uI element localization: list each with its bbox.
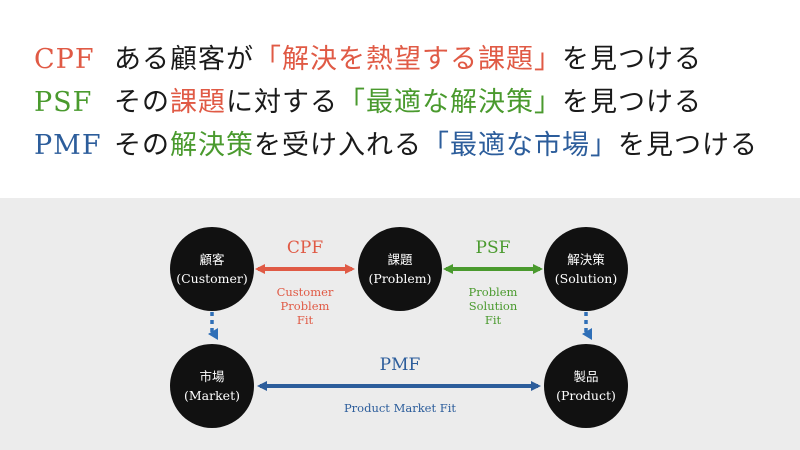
psf-sub-2: Solution — [469, 299, 518, 313]
definition-abbr: PSF — [34, 87, 93, 118]
edge-psf: PSF Problem Solution Fit — [443, 238, 543, 327]
edge-pmf: PMF Product Market Fit — [257, 355, 541, 415]
cpf-sub-1: Customer — [277, 285, 334, 299]
node-solution: 解決策 (Solution) — [544, 227, 628, 311]
definition-line-psf: PSF その課題に対する「最適な解決策」を見つける — [34, 83, 702, 123]
definition-part: 課題 — [170, 87, 226, 118]
definition-line-cpf: CPF ある顧客が「解決を熱望する課題」を見つける — [34, 40, 702, 80]
market-en: (Market) — [184, 388, 240, 403]
psf-sub-1: Problem — [469, 285, 518, 299]
node-product: 製品 (Product) — [544, 344, 628, 428]
customer-circle — [170, 227, 254, 311]
definition-part: を見つける — [618, 130, 758, 161]
problem-jp: 課題 — [387, 252, 413, 267]
product-en: (Product) — [556, 388, 616, 403]
definition-part: に対する — [226, 87, 338, 118]
definition-line-pmf: PMF その解決策を受け入れる「最適な市場」を見つける — [34, 126, 758, 166]
definition-part: を見つける — [562, 44, 702, 75]
psf-sub-3: Fit — [485, 313, 502, 327]
solution-circle — [544, 227, 628, 311]
node-market: 市場 (Market) — [170, 344, 254, 428]
cpf-sub-2: Problem — [281, 299, 330, 313]
fit-diagram: CPF Customer Problem Fit PSF Problem Sol… — [170, 227, 628, 428]
definition-part: その — [114, 130, 170, 161]
problem-en: (Problem) — [369, 271, 432, 286]
cpf-label: CPF — [287, 238, 323, 258]
node-customer: 顧客 (Customer) — [170, 227, 254, 311]
definition-part: 「解決を熱望する課題」 — [254, 44, 562, 75]
solution-en: (Solution) — [555, 271, 618, 286]
customer-en: (Customer) — [176, 271, 248, 286]
pmf-sub: Product Market Fit — [344, 401, 456, 415]
market-jp: 市場 — [199, 369, 224, 384]
definition-part: その — [114, 87, 170, 118]
customer-jp: 顧客 — [199, 252, 225, 267]
fit-diagram-panel: CPF Customer Problem Fit PSF Problem Sol… — [0, 198, 800, 450]
product-jp: 製品 — [573, 369, 598, 384]
problem-circle — [358, 227, 442, 311]
definition-part: ある顧客が — [114, 44, 254, 75]
market-circle — [170, 344, 254, 428]
pmf-label: PMF — [380, 355, 421, 375]
psf-label: PSF — [476, 238, 511, 258]
definition-part: を受け入れる — [254, 130, 422, 161]
cpf-sub-3: Fit — [297, 313, 314, 327]
solution-jp: 解決策 — [567, 252, 605, 267]
definition-part: 解決策 — [170, 130, 254, 161]
definition-abbr: CPF — [34, 44, 95, 75]
product-circle — [544, 344, 628, 428]
definition-part: を見つける — [562, 87, 702, 118]
edge-cpf: CPF Customer Problem Fit — [255, 238, 355, 327]
node-problem: 課題 (Problem) — [358, 227, 442, 311]
definition-part: 「最適な市場」 — [422, 130, 618, 161]
definition-part: 「最適な解決策」 — [338, 87, 562, 118]
definition-abbr: PMF — [34, 130, 102, 161]
